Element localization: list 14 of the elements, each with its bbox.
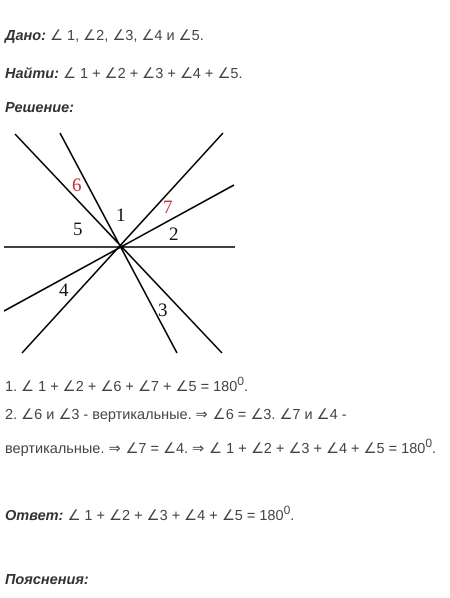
given-text: Дано: ∠ 1, ∠2, ∠3, ∠4 и ∠5. <box>5 27 205 46</box>
find-text: Найти: ∠ 1 + ∠2 + ∠3 + ∠4 + ∠5. <box>5 65 244 84</box>
angle-number: 3 <box>158 301 168 321</box>
angle-number: 5 <box>73 220 84 240</box>
angle-number: 6 <box>72 176 82 196</box>
heading: Пояснения: <box>5 571 90 590</box>
angle-number: 7 <box>163 198 174 218</box>
solution-step: 1. ∠ 1 + ∠2 + ∠6 + ∠7 + ∠5 = 180$^{0}$. <box>5 367 445 401</box>
angle-number: 2 <box>169 225 180 245</box>
heading: Решение: <box>5 99 76 118</box>
solution-step: 2. ∠6 и ∠3 - вертикальные. ⇒ ∠6 = ∠3. ∠7 и ∠4 - вертикальные. ⇒ ∠7 = ∠4. ⇒ ∠ 1 + ∠2 + ∠3 + ∠4 + ∠5 = 180$^{0}$. <box>5 401 447 463</box>
answer-text: Ответ: ∠ 1 + ∠2 + ∠3 + ∠4 + ∠5 = 180$^{0}$. <box>5 502 296 526</box>
angle-number: 1 <box>116 206 126 226</box>
angle-number: 4 <box>59 281 70 301</box>
